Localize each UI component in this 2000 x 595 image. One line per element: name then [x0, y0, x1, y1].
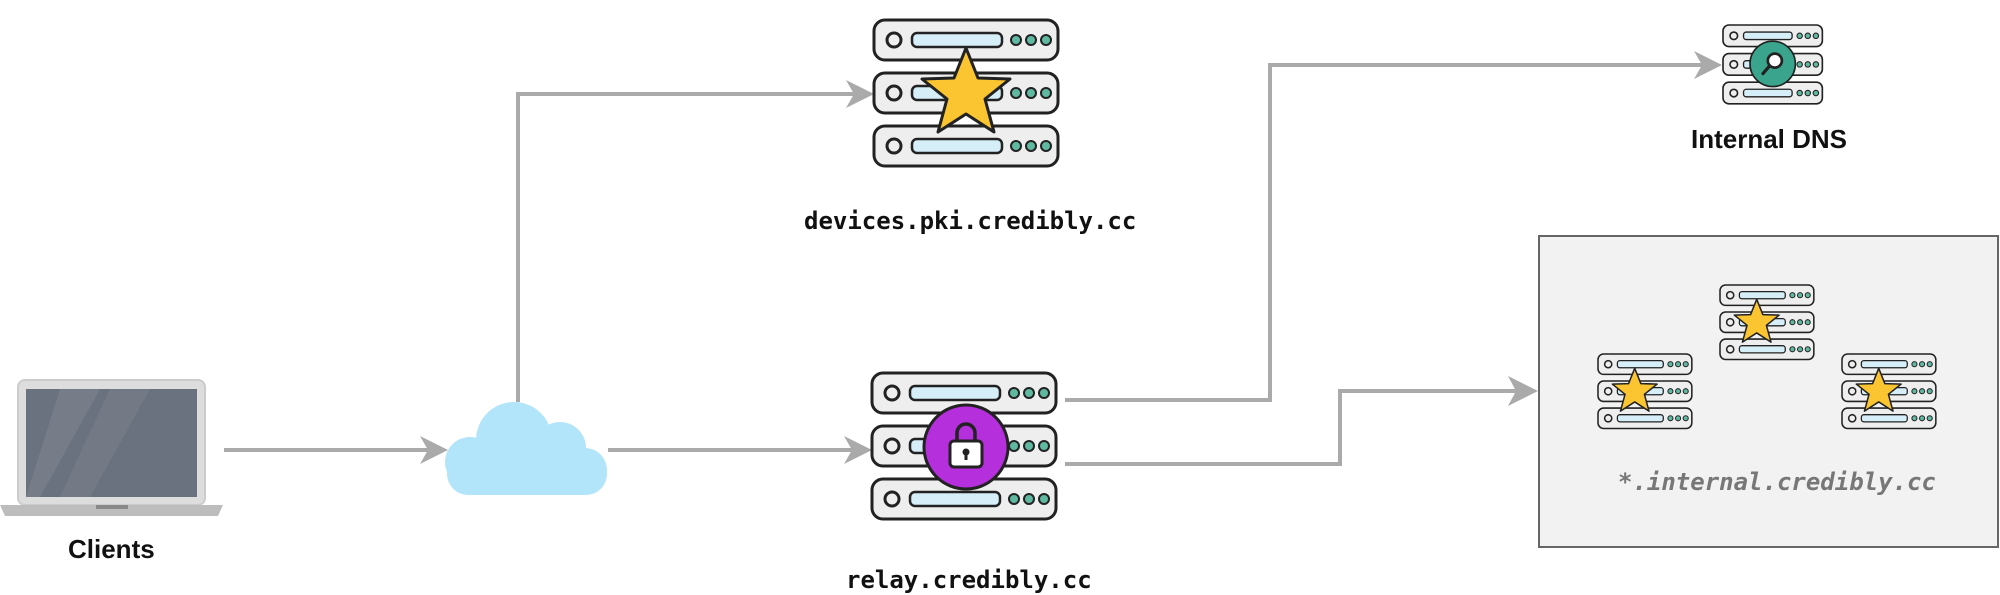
arrowhead-relay	[844, 436, 872, 464]
internal-server-icon	[1720, 285, 1814, 359]
internal-server-icon	[1842, 354, 1936, 428]
internal-host-label: *.internal.credibly.cc	[1618, 468, 1936, 496]
relay-server-icon	[872, 373, 1056, 519]
magnifier-icon	[1749, 40, 1797, 88]
arrow-cloud-to-devices	[516, 92, 860, 402]
dns-server-icon	[1723, 25, 1822, 104]
arrow-relay-to-internal	[1065, 389, 1520, 466]
clients-label: Clients	[68, 534, 155, 564]
lock-icon	[922, 403, 1010, 491]
arrow-relay-to-dns	[1065, 63, 1708, 402]
arrowhead-devices	[846, 80, 874, 108]
devices-host-label: devices.pki.credibly.cc	[804, 207, 1137, 235]
internal-server-icon	[1598, 354, 1692, 428]
connectors	[224, 63, 1708, 466]
arrowhead-dns	[1694, 51, 1722, 79]
arrowhead-internal	[1508, 376, 1538, 406]
dns-label: Internal DNS	[1691, 124, 1848, 154]
arrowheads	[420, 51, 1722, 464]
relay-host-label: relay.credibly.cc	[846, 566, 1092, 594]
arrowhead-cloud	[420, 436, 448, 464]
laptop-icon	[0, 379, 223, 516]
cloud-icon	[445, 402, 607, 495]
devices-server-icon	[874, 20, 1058, 166]
